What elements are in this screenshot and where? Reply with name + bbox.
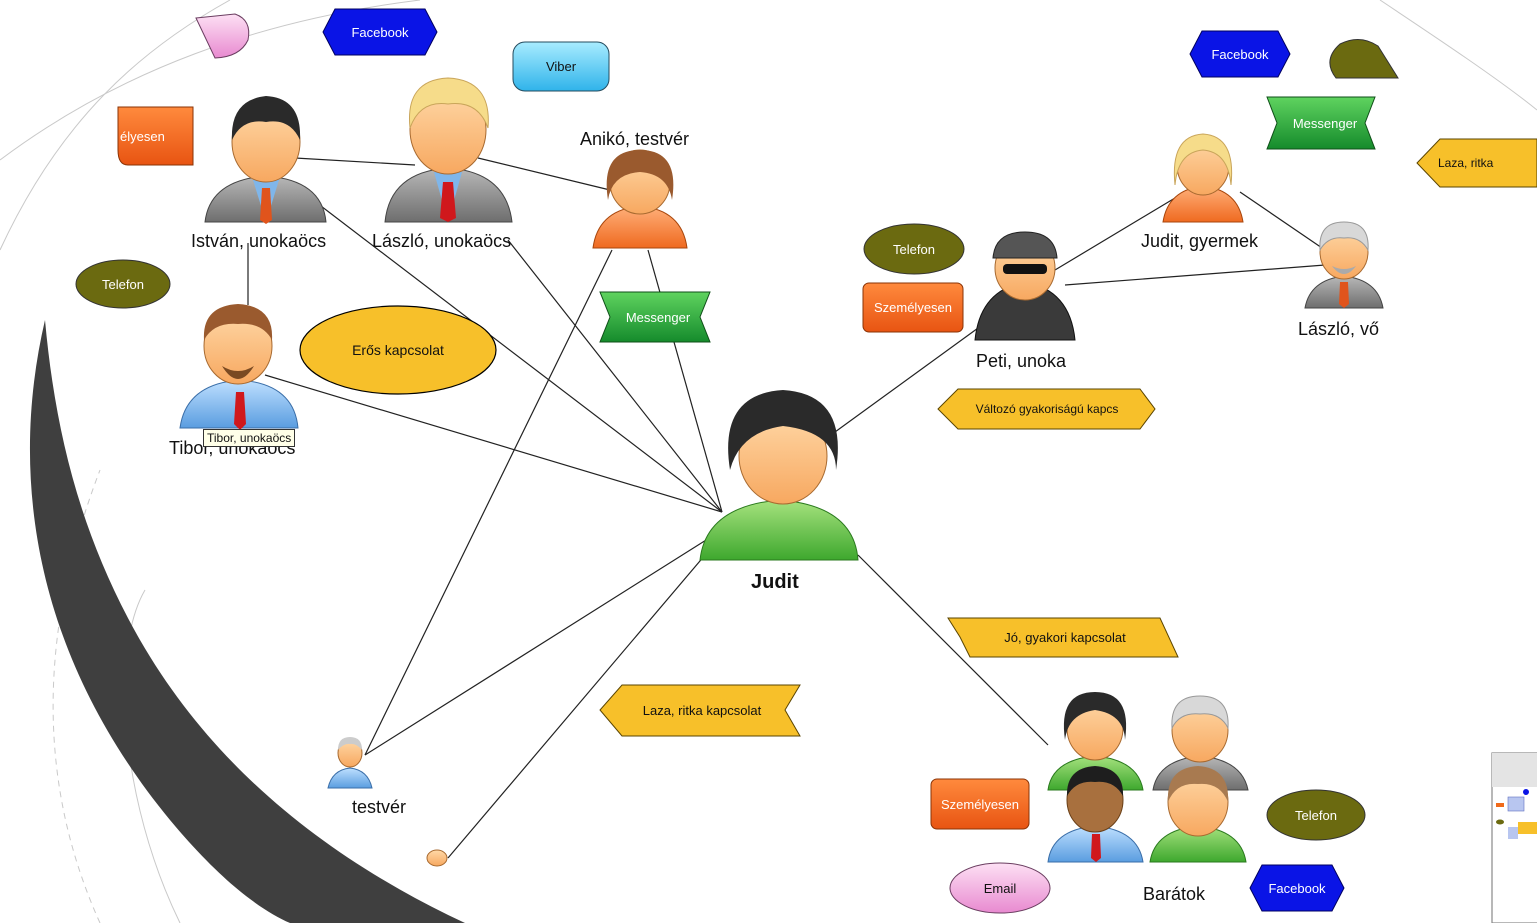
eros-kapcsolat-badge	[299, 305, 497, 395]
person-icon-laszlo-unokaocs	[384, 77, 513, 223]
tooltip-tibor: Tibor, unokaöcs	[203, 429, 296, 447]
person-icon-testver	[327, 737, 373, 789]
valtozo-badge	[937, 388, 1156, 430]
telefon-badge-left-label: Telefon	[102, 276, 144, 292]
facebook-badge-top	[322, 8, 438, 56]
label-aniko: Anikó, testvér	[580, 129, 690, 149]
facebook-badge-right-label: Facebook	[1211, 46, 1269, 62]
label-judit-center: Judit	[751, 571, 799, 593]
person-icon-judit	[699, 390, 859, 561]
label-istvan: István, unokaöcs	[191, 231, 327, 251]
label-baratok: Barátok	[1143, 884, 1206, 904]
person-icon-aniko	[592, 149, 688, 249]
telefon-badge-bottom	[1266, 789, 1366, 841]
messenger-badge-right-label: Messenger	[1292, 115, 1358, 131]
laza-badge-bottom	[599, 684, 801, 737]
facebook-badge-bottom-label: Facebook	[1268, 880, 1326, 896]
telefon-badge-peti-label: Telefon	[893, 241, 935, 257]
email-badge-clipped	[195, 13, 250, 59]
szemelyesen-badge-bottom	[930, 778, 1030, 830]
jo-gyakori-badge-label: Jó, gyakori kapcsolat	[1004, 630, 1126, 645]
label-laszlo-vo: László, vő	[1298, 319, 1380, 339]
messenger-badge-right	[1266, 96, 1376, 150]
valtozo-badge-label: Változó gyakoriságú kapcs	[975, 402, 1119, 416]
slide-decoration-arc	[29, 320, 465, 923]
telefon-badge-bottom-label: Telefon	[1295, 807, 1337, 823]
telefon-badge-clipped	[1329, 39, 1399, 79]
viber-badge	[512, 41, 610, 92]
laza-badge-bottom-label: Laza, ritka kapcsolat	[642, 703, 762, 718]
facebook-badge-top-label: Facebook	[351, 24, 409, 40]
person-icon-tibor	[179, 304, 299, 430]
person-icon-hidden	[426, 849, 448, 867]
szemelyesen-badge-peti	[862, 282, 964, 333]
email-badge-label: Email	[983, 880, 1017, 896]
szemelyesen-badge-bottom-label: Személyesen	[940, 796, 1020, 812]
messenger-badge-mid-label: Messenger	[625, 309, 691, 325]
telefon-badge-left	[75, 259, 171, 309]
viber-badge-label: Viber	[545, 59, 577, 74]
person-icon-peti	[974, 231, 1076, 341]
label-laszlo-unokaocs: László, unokaöcs	[372, 231, 512, 251]
laza-badge-right-label: Laza, ritka	[1438, 156, 1494, 170]
eros-kapcsolat-label: Erős kapcsolat	[352, 342, 444, 358]
person-icon-laszlo-vo	[1304, 221, 1384, 309]
messenger-badge-mid	[599, 291, 711, 343]
telefon-badge-peti	[863, 223, 965, 275]
badge-shapes	[75, 8, 1537, 914]
person-icon-istvan	[204, 96, 327, 224]
facebook-badge-bottom	[1249, 864, 1345, 912]
label-judit-gyermek: Judit, gyermek	[1141, 231, 1259, 251]
szemelyesen-badge-left-label: élyesen	[120, 128, 165, 144]
label-testver: testvér	[352, 797, 407, 817]
label-peti: Peti, unoka	[976, 351, 1067, 371]
facebook-badge-right	[1189, 30, 1291, 78]
szemelyesen-badge-peti-label: Személyesen	[873, 300, 953, 315]
connection-lines	[247, 157, 1326, 859]
slide-thumbnail-partial	[1491, 752, 1537, 923]
szemelyesen-badge-left	[117, 106, 194, 166]
laza-badge-right	[1416, 138, 1537, 188]
person-icon-baratok-group	[1047, 692, 1249, 863]
email-badge	[949, 862, 1051, 914]
person-icon-judit-gyermek	[1162, 133, 1244, 223]
jo-gyakori-badge	[947, 617, 1179, 658]
